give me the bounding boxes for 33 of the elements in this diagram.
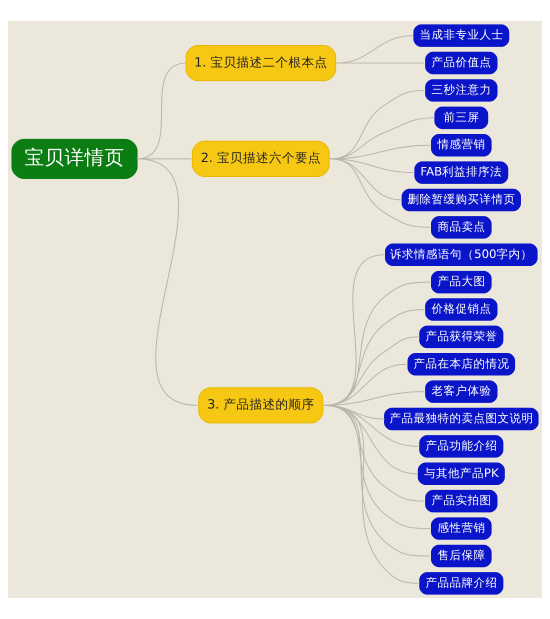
- node-box: 三秒注意力: [425, 79, 498, 102]
- node-box: 诉求情感语句（500字内）: [385, 243, 538, 266]
- connector: [324, 309, 425, 406]
- node-box: 前三屏: [434, 106, 488, 130]
- node-box: 1. 宝贝描述二个根本点: [186, 44, 336, 82]
- node-box: 老客户体验: [425, 380, 498, 403]
- node-box: 当成非专业人士: [413, 24, 510, 47]
- node-box: 商品卖点: [430, 216, 492, 239]
- node-box: 与其他产品PK: [418, 462, 505, 486]
- connector: [324, 336, 419, 406]
- node-box: 产品获得荣誉: [419, 326, 504, 348]
- node-box: 2. 宝贝描述六个要点: [192, 140, 330, 177]
- node-box: FAB利益排序法: [414, 161, 508, 184]
- connector: [324, 404, 419, 584]
- connector: [335, 62, 425, 64]
- node-box: 产品最独特的卖点图文说明: [384, 408, 539, 430]
- node-box: 价格促销点: [425, 298, 498, 321]
- node-box: 情感营销: [430, 134, 492, 156]
- node-box: 售后保障: [430, 544, 492, 568]
- node-box: 3. 产品描述的顺序: [198, 387, 324, 424]
- connector: [330, 158, 430, 228]
- connector: [136, 158, 198, 406]
- node-box: 宝贝详情页: [11, 138, 138, 179]
- node-box: 感性营销: [430, 517, 492, 540]
- connector: [324, 282, 430, 406]
- node-box: 删除暂缓购买详情页: [402, 188, 521, 212]
- node-box: 产品功能介绍: [419, 435, 504, 458]
- node-box: 产品品牌介绍: [419, 572, 504, 595]
- node-box: 产品价值点: [425, 52, 498, 74]
- node-box: 产品实拍图: [425, 490, 498, 512]
- node-box: 产品大图: [430, 270, 492, 294]
- connector: [136, 62, 186, 160]
- node-box: 产品在本店的情况: [408, 353, 516, 376]
